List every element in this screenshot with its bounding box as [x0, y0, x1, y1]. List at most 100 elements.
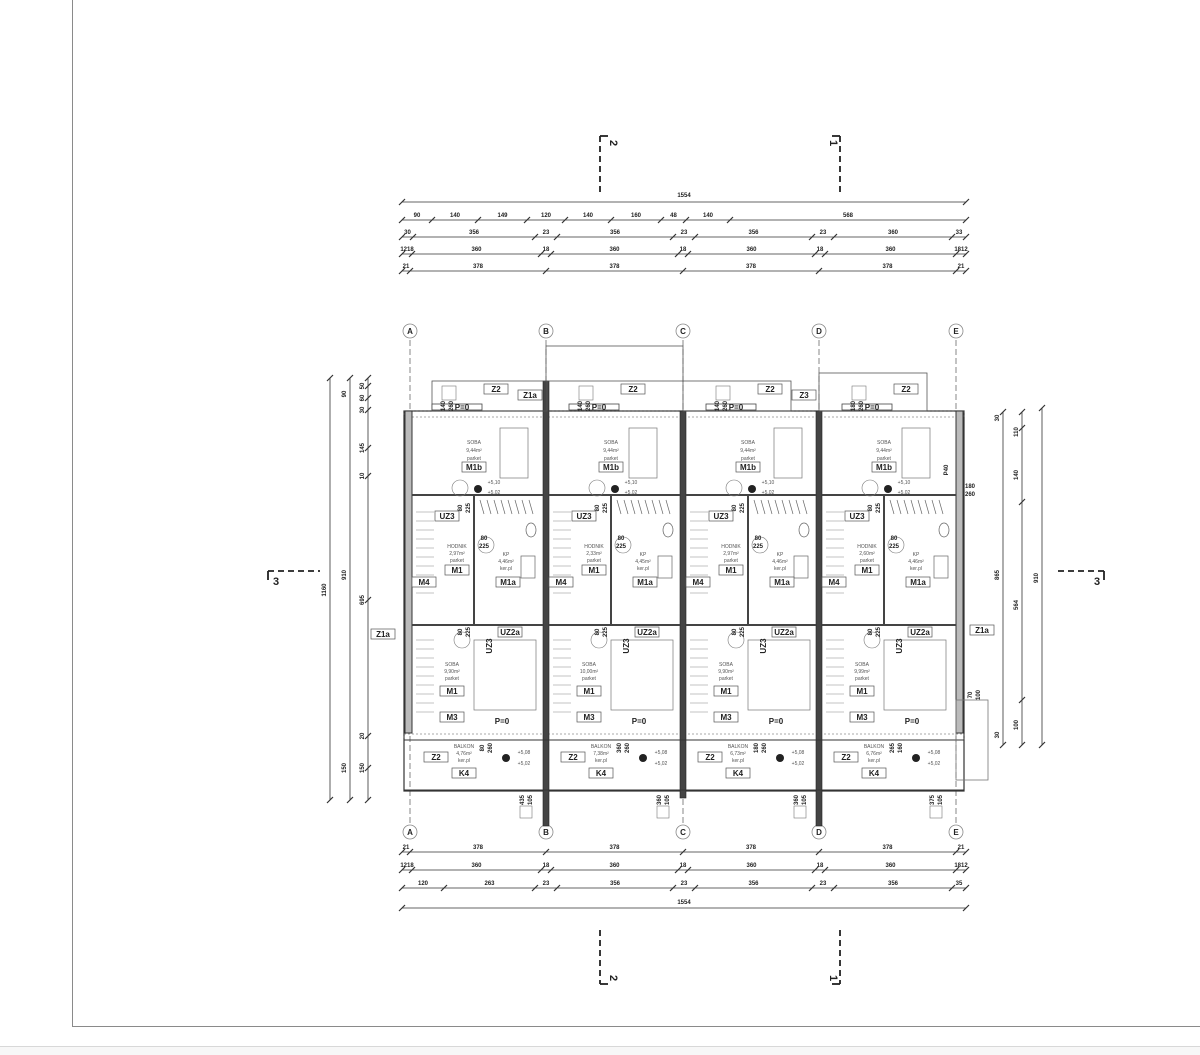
room-area: 2,97m² [723, 551, 739, 557]
dimension-label: 50 [360, 382, 366, 389]
door-height: 225 [603, 626, 609, 637]
room-name: SOBA [467, 440, 482, 446]
right-exterior-wall [956, 411, 963, 733]
grid-label-e: E [953, 828, 959, 837]
shower-icon [794, 556, 808, 578]
room-area: 10,00m² [580, 669, 599, 675]
wardrobe-tag: UZ3 [576, 512, 592, 521]
level-mark: +5,02 [625, 490, 638, 496]
room-name: BALKON [454, 744, 475, 750]
dimension-label: 360 [471, 863, 482, 869]
wardrobe-hatch [480, 500, 484, 514]
section-label: 2 [607, 975, 619, 981]
finish-tag: M1 [446, 687, 458, 696]
door-width: 80 [755, 536, 762, 542]
dimension-label: 360 [746, 863, 757, 869]
door-height: 225 [466, 626, 472, 637]
dimension-label: 356 [748, 881, 759, 887]
window-box [852, 386, 866, 400]
grid-label-a: A [407, 828, 413, 837]
dimension-label: 360 [794, 794, 800, 805]
wardrobe-hatch [918, 500, 922, 514]
dimension-label: 375 [930, 794, 936, 805]
wardrobe-hatch [796, 500, 800, 514]
dimension-label: 30 [360, 406, 366, 413]
grid-label-d: D [816, 828, 822, 837]
finish-tag: M1 [588, 566, 600, 575]
door-width: 80 [481, 536, 488, 542]
fence-tag: Z2 [705, 753, 715, 762]
window-width: 140 [441, 400, 447, 411]
marker-box [930, 806, 942, 818]
room-name: BALKON [591, 744, 612, 750]
room-name: BALKON [864, 744, 885, 750]
door-height: 225 [616, 544, 627, 550]
wardrobe-hatch [508, 500, 512, 514]
dimension-label: 378 [746, 264, 757, 270]
window-box [716, 386, 730, 400]
window-box [442, 386, 456, 400]
dimension-label: 120 [541, 213, 552, 219]
window-width: 80 [480, 744, 486, 751]
level-mark: +5,02 [762, 490, 775, 496]
bed-icon [611, 640, 673, 710]
dimension-label: 18 [817, 863, 824, 869]
room-floor: parket [741, 456, 756, 462]
fence-tag: Z2 [901, 385, 911, 394]
wardrobe-tag: UZ3 [759, 638, 768, 654]
finish-tag: M1 [861, 566, 873, 575]
marker-box [794, 806, 806, 818]
window-height: 260 [859, 400, 865, 411]
dimension-label: 105 [938, 794, 944, 805]
level-mark: +5,08 [518, 750, 531, 756]
room-area: 4,45m² [635, 559, 651, 565]
shower-icon [934, 556, 948, 578]
bed-icon [884, 640, 946, 710]
dimension-label: 360 [657, 794, 663, 805]
dimension-label: 18 [543, 247, 550, 253]
dimension-label: 23 [820, 881, 827, 887]
dimension-label: 360 [885, 863, 896, 869]
dimension-label: 48 [670, 213, 677, 219]
sill-height: P=0 [905, 717, 920, 726]
level-mark: +5,08 [792, 750, 805, 756]
door-height: 225 [740, 502, 746, 513]
dimension-label: 160 [631, 213, 642, 219]
cabinet-tag: UZ2a [774, 628, 794, 637]
dimension-label: 435 [520, 794, 526, 805]
wardrobe-hatch [631, 500, 635, 514]
room-area: 9,44m² [740, 448, 756, 454]
wardrobe-tag: UZ3 [713, 512, 729, 521]
door-height: 225 [876, 626, 882, 637]
room-floor: ker.pl [774, 566, 786, 572]
room-area: 4,46m² [498, 559, 514, 565]
wardrobe-hatch [638, 500, 642, 514]
party-wall [543, 381, 549, 826]
wardrobe-hatch [754, 500, 758, 514]
wardrobe-tag: UZ3 [849, 512, 865, 521]
room-floor: parket [724, 558, 739, 564]
room-floor: parket [877, 456, 892, 462]
level-mark: +5,02 [898, 490, 911, 496]
wardrobe-hatch [911, 500, 915, 514]
dimension-label: 140 [583, 213, 594, 219]
dimension-label: 23 [543, 881, 550, 887]
room-area: 4,76m² [456, 751, 472, 757]
door-height: 225 [740, 626, 746, 637]
dimension-label: 140 [450, 213, 461, 219]
door-swing-icon [862, 480, 878, 496]
dimension-label: 18 [680, 247, 687, 253]
room-floor: parket [467, 456, 482, 462]
dimension-label: 360 [746, 247, 757, 253]
overall-width-label: 1554 [677, 193, 691, 199]
stair-tag: M4 [828, 578, 840, 587]
room-area: 9,44m² [466, 448, 482, 454]
dimension-label: 18 [817, 247, 824, 253]
wardrobe-hatch [890, 500, 894, 514]
wardrobe-hatch [782, 500, 786, 514]
dimension-label: 150 [360, 762, 366, 773]
dimension-label: 568 [843, 213, 854, 219]
dimension-label: 149 [497, 213, 508, 219]
finish-tag: M1b [876, 463, 892, 472]
